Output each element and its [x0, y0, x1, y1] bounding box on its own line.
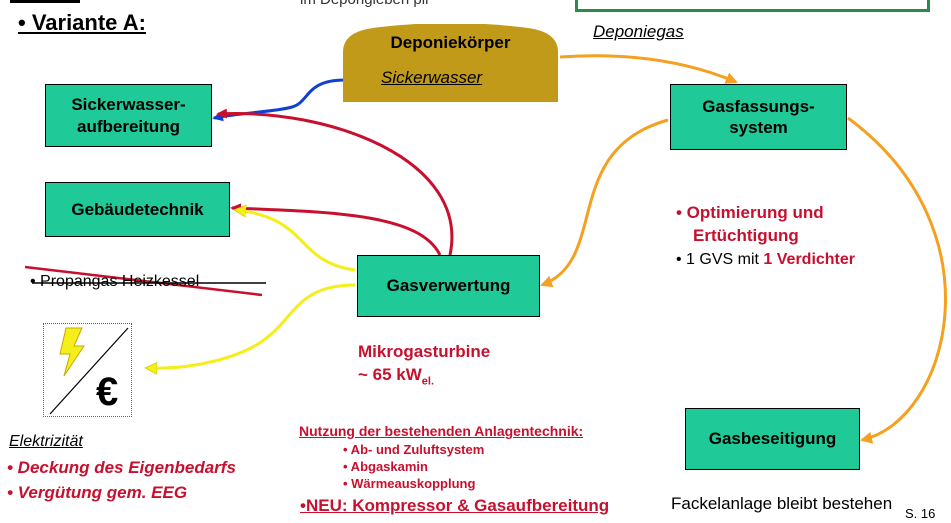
deponiekoerper-mound: [343, 24, 558, 102]
box-gebaeudetechnik: Gebäudetechnik: [45, 182, 230, 237]
nutzung-item-2: • Abgaskamin: [343, 459, 428, 474]
turbine-line1: Mikrogasturbine: [358, 342, 491, 361]
optimierung-line2: Ertüchtigung: [693, 226, 799, 245]
fackel-note: Fackelanlage bleibt bestehen: [671, 494, 893, 513]
variant-heading: • Variante A:: [18, 10, 146, 35]
gasverwertung-label: Gasverwertung: [386, 276, 511, 296]
box-gasfassungssystem: Gasfassungs- system: [670, 84, 847, 150]
top-green-bar: [575, 0, 930, 12]
turbine-power: ~ 65 kW: [358, 365, 422, 384]
sickerwasser-label: Sickerwasser: [381, 68, 483, 87]
optimierung-line1: • Optimierung und: [676, 203, 824, 222]
gebaeudetechnik-label: Gebäudetechnik: [71, 199, 204, 219]
arrow-yellow-gebaeude: [236, 210, 356, 272]
nutzung-item-3: • Wärmeauskopplung: [343, 476, 476, 491]
turbine-line2: ~ 65 kWel.: [358, 365, 434, 387]
gasfassung-line2: system: [729, 118, 788, 137]
arrow-gasverwertung-sickerwasser: [216, 108, 454, 256]
nutzung-title: Nutzung der bestehenden Anlagentechnik:: [299, 423, 584, 439]
gasfassung-line1: Gasfassungs-: [702, 96, 815, 116]
nutzung-item-1: • Ab- und Zuluftsystem: [343, 442, 485, 457]
sickerwasser-aufbereitung-line1: Sickerwasser-: [71, 95, 186, 115]
gvs-prefix: • 1 GVS mit: [676, 251, 764, 268]
lightning-icon: [49, 327, 129, 415]
electricity-euro-icon: €: [43, 323, 132, 417]
arrow-deponiegas: [559, 54, 738, 84]
arrow-yellow-strom: [147, 283, 356, 368]
propangas-strike: [24, 265, 263, 297]
arrow-gasfassung-gasbeseitigung: [847, 116, 947, 444]
box-gasverwertung: Gasverwertung: [357, 255, 540, 317]
arrow-gasfassung-gasverwertung: [540, 118, 669, 288]
elektrizitaet-title: Elektrizität: [9, 433, 83, 450]
gasbeseitigung-label: Gasbeseitigung: [708, 429, 837, 449]
elektrizitaet-item-1: • Deckung des Eigenbedarfs: [7, 458, 236, 477]
deponiegas-label: Deponiegas: [593, 22, 684, 41]
gvs-red: 1 Verdichter: [763, 251, 856, 268]
deponiekoerper-label: Deponiekörper: [390, 33, 511, 52]
euro-sign: €: [96, 370, 119, 414]
top-left-bar: [10, 0, 80, 3]
neu-note: •NEU: Kompressor & Gasaufbereitung: [300, 496, 610, 515]
page-number: S. 16: [905, 506, 936, 521]
propangas-note: • Propangas Heizkessel: [30, 273, 200, 290]
arrow-gasverwertung-gebaeude: [230, 203, 442, 256]
gvs-note: • 1 GVS mit 1 Verdichter: [676, 251, 855, 269]
box-gasbeseitigung: Gasbeseitigung: [685, 408, 860, 470]
box-sickerwasseraufbereitung: Sickerwasser- aufbereitung: [45, 84, 212, 147]
top-cut-text: im Depongieben pli: [300, 0, 428, 8]
sickerwasser-aufbereitung-line2: aufbereitung: [77, 116, 180, 136]
elektrizitaet-item-2: • Vergütung gem. EEG: [7, 483, 188, 502]
turbine-power-sub: el.: [421, 375, 435, 388]
